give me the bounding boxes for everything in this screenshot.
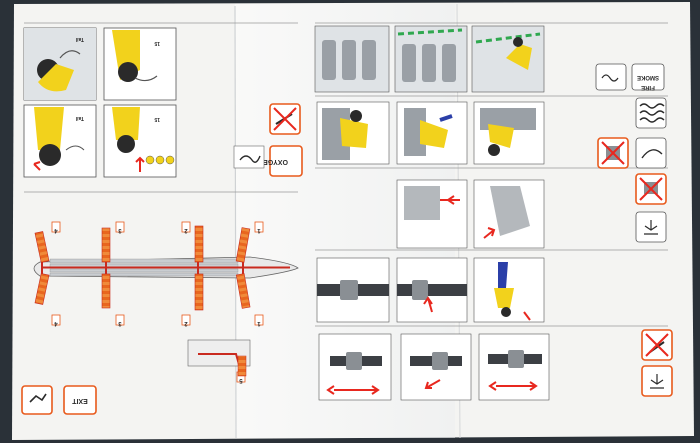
smoke-icon — [595, 63, 627, 91]
phone-icon — [635, 137, 667, 169]
exit-number-side: 5 — [239, 377, 243, 383]
light-icon — [635, 211, 667, 243]
exit-label: EXIT — [71, 397, 87, 404]
buckle-panel-1 — [318, 333, 392, 401]
oxygen-mask-icon — [233, 145, 265, 169]
brace-panel-2 — [396, 101, 468, 165]
slide-3-bottom — [101, 273, 111, 309]
tray-table-panel — [396, 179, 468, 249]
exit-number-top-2: 2 — [184, 227, 188, 233]
mask-label-1: Tail — [75, 36, 84, 42]
oxygen-panel-3: Tail — [23, 104, 97, 178]
cabin-panel-1 — [314, 25, 390, 93]
waves-icon — [635, 97, 667, 129]
mask-label-4: 15 — [154, 116, 160, 122]
exit-number-top-1: 1 — [257, 227, 261, 233]
no-fire-icon — [641, 329, 673, 361]
slide-4-bottom — [34, 273, 50, 305]
no-electronics-icon — [597, 137, 629, 169]
oxygen-label-box: OXYGEN — [258, 145, 303, 177]
seatbelt-panel-1 — [316, 257, 390, 323]
mask-label-2: 15 — [154, 40, 160, 46]
exit-number-bottom-4: 4 — [54, 320, 58, 326]
upper-deck-inset — [187, 339, 251, 377]
exit-number-bottom-2: 2 — [184, 320, 188, 326]
no-laptop-icon — [635, 173, 667, 205]
cabin-panel-3 — [471, 25, 545, 93]
fire-label: FIRE — [641, 84, 655, 90]
exit-number-bottom-3: 3 — [118, 320, 122, 326]
oxygen-panel-1: Tail — [23, 27, 97, 101]
exit-label-box: EXIT — [63, 385, 97, 415]
mask-label-3: Tail — [75, 115, 84, 121]
brace-panel-3 — [473, 101, 545, 165]
exit-map: 4 3 2 1 4 3 2 1 5 — [33, 221, 299, 383]
oxygen-panel-2: 15 — [103, 27, 177, 101]
slide-2-bottom — [194, 273, 204, 311]
cabin-panel-2 — [394, 25, 468, 93]
reading-light-icon — [641, 365, 673, 397]
evac-slides — [34, 225, 251, 311]
exit-number-top-3: 3 — [118, 227, 122, 233]
seatback-panel — [473, 179, 545, 249]
exit-number-bottom-1: 1 — [257, 320, 261, 326]
slide-1-top — [235, 227, 251, 263]
smoke-label: SMOKE — [637, 74, 659, 80]
seatbelt-panel-3 — [473, 257, 545, 323]
buckle-panel-2 — [400, 333, 472, 401]
buckle-panel-3 — [478, 333, 550, 401]
slide-1-bottom — [235, 273, 251, 309]
oxygen-panel-4: 15 — [103, 104, 177, 178]
smoke-fire-label-box: SMOKE FIRE — [631, 63, 665, 91]
no-smoking-icon — [269, 103, 301, 135]
slide-2-top — [194, 225, 204, 263]
oxygen-label: OXYGEN — [258, 158, 288, 165]
slide-3-top — [101, 227, 111, 263]
exit-icon-box — [21, 385, 53, 415]
section-dividers — [24, 22, 668, 327]
seatbelt-panel-2 — [396, 257, 468, 323]
exit-number-top-4: 4 — [54, 227, 58, 233]
slide-4-top — [34, 231, 50, 263]
brace-panel-1 — [316, 101, 390, 165]
